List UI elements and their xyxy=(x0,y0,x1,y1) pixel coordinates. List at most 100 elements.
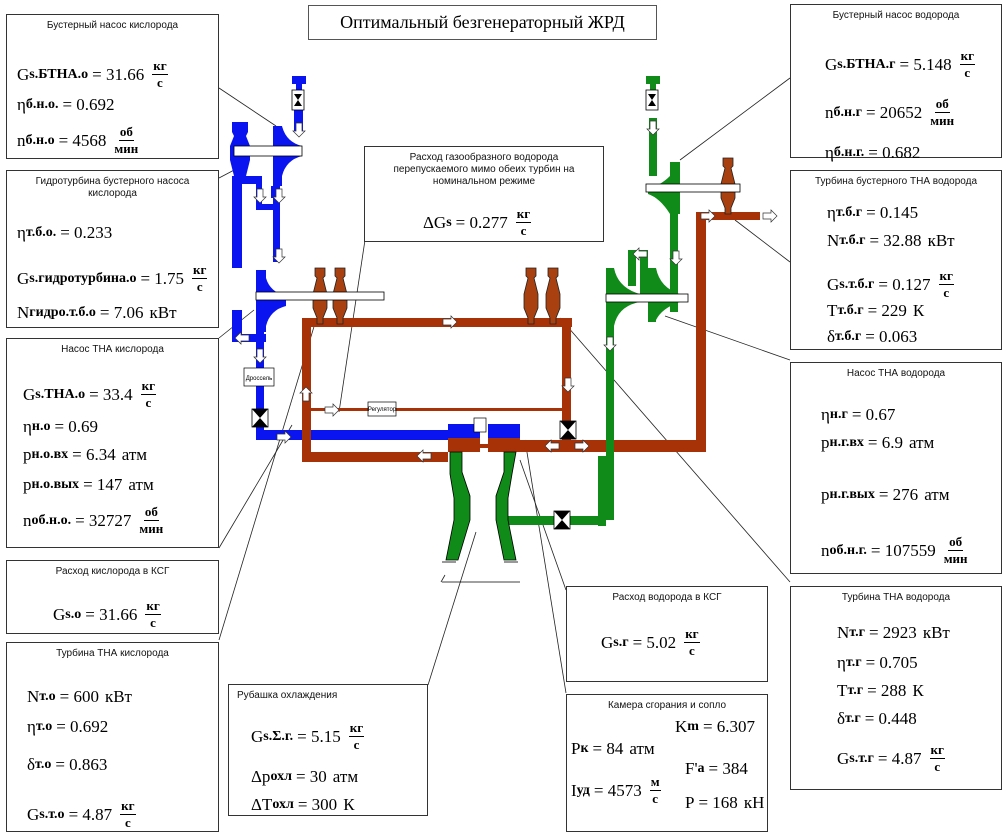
box-caption: Камера сгорания и сопло xyxy=(607,700,727,711)
value: = 0.127 xyxy=(878,274,931,294)
value: = 0.233 xyxy=(60,223,113,242)
subscript: s.o xyxy=(65,606,82,622)
unit-numerator: кг xyxy=(938,268,954,285)
value: = 4568 xyxy=(58,130,107,150)
value: = 168 xyxy=(698,793,738,812)
subscript: s.гидротурбина.о xyxy=(29,270,137,286)
symbol: η xyxy=(23,417,32,436)
unit-denominator: с xyxy=(353,737,360,752)
symbol: n xyxy=(17,130,26,150)
unit-denominator: с xyxy=(150,615,156,630)
unit-denominator: с xyxy=(145,395,152,410)
value: = 0.145 xyxy=(866,203,919,222)
value: = 84 xyxy=(592,739,624,758)
box-caption: Бустерный насос кислорода xyxy=(46,20,179,31)
unit-numerator: кг xyxy=(145,598,161,615)
symbol: η xyxy=(17,95,26,114)
subscript: б.н.г xyxy=(833,104,862,120)
symbol: η xyxy=(825,143,834,162)
symbol: n xyxy=(825,102,834,122)
igniter xyxy=(473,417,487,433)
unit: К xyxy=(343,795,355,814)
unit-numerator: м xyxy=(649,774,661,791)
symbol: n xyxy=(23,510,32,530)
symbol: G xyxy=(827,274,840,294)
subscript: s.БТНА.о xyxy=(29,66,89,82)
symbol: G xyxy=(17,64,30,84)
unit-numerator: кг xyxy=(120,798,136,815)
symbol: η xyxy=(27,717,36,736)
unit: атм xyxy=(121,445,148,464)
symbol: G xyxy=(53,604,66,624)
value: = 0.682 xyxy=(868,143,921,162)
value: = 600 xyxy=(59,687,99,706)
unit: кН xyxy=(743,793,765,812)
symbol: η xyxy=(827,203,836,222)
subscript: н.г xyxy=(829,407,848,422)
value: = 0.448 xyxy=(864,709,917,728)
subscript: гидро.т.б.о xyxy=(29,305,96,320)
unit-denominator: с xyxy=(652,791,659,806)
unit: К xyxy=(912,681,924,700)
symbol: δ xyxy=(27,755,36,774)
value: = 6.307 xyxy=(702,717,756,736)
unit-denominator: с xyxy=(934,759,941,774)
value: = 0.863 xyxy=(55,755,108,774)
value: = 33.4 xyxy=(89,384,133,404)
unit-denominator: с xyxy=(689,643,695,658)
unit: К xyxy=(912,301,925,320)
subscript: s.Σ.г. xyxy=(263,728,294,744)
box-caption: Рубашка охлаждения xyxy=(237,690,338,701)
symbol: F' xyxy=(685,759,698,778)
unit: атм xyxy=(128,475,154,494)
value: = 0.69 xyxy=(54,417,99,436)
unit: атм xyxy=(629,739,655,758)
symbol: G xyxy=(251,726,264,746)
throttle-valve-o2 xyxy=(251,408,269,428)
inlet-valve-h2 xyxy=(645,89,659,111)
symbol: G xyxy=(17,268,30,288)
value: = 0.692 xyxy=(56,717,109,736)
box-caption: Расход кислорода в КСГ xyxy=(55,566,170,577)
subscript: т.г xyxy=(847,683,864,698)
unit-numerator: кг xyxy=(348,720,365,737)
symbol: η xyxy=(17,223,26,242)
box-caption: Расход газообразного водорода перепускае… xyxy=(393,152,575,187)
subscript: a xyxy=(697,761,705,776)
symbol: G xyxy=(27,804,40,824)
box-caption: Насос ТНА водорода xyxy=(846,368,946,379)
subscript: т.о xyxy=(35,757,52,772)
unit: кВт xyxy=(927,231,955,250)
box-caption: Турбина ТНА водорода xyxy=(841,592,951,603)
value: = 30 xyxy=(295,767,327,786)
value: = 0.277 xyxy=(455,212,508,232)
subscript: уд xyxy=(576,782,590,798)
subscript: s.БТНА.г xyxy=(837,56,896,72)
unit-denominator: мин xyxy=(930,113,955,128)
box-caption: Турбина ТНА кислорода xyxy=(56,648,169,659)
value: = 7.06 xyxy=(99,303,144,322)
subscript: охл xyxy=(270,769,292,784)
subscript: s.ТНА.о xyxy=(35,386,86,402)
